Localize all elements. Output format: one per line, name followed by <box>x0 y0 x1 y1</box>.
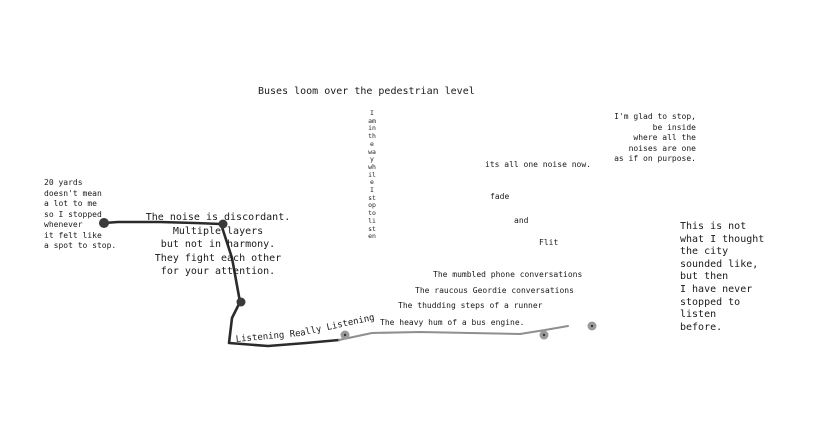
sound-bus: The heavy hum of a bus engine. <box>380 318 525 327</box>
stop-marker <box>236 297 246 307</box>
note-one-noise: its all one noise now. <box>485 160 591 169</box>
stop-marker <box>218 219 228 229</box>
note-not-what-i-thought: This is not what I thought the city soun… <box>680 221 765 333</box>
note-discordant: The noise is discordant. Multiple layers… <box>145 212 291 277</box>
note-glad-to-stop: I'm glad to stop, be inside where all th… <box>614 112 696 163</box>
headline: Buses loom over the pedestrian level <box>258 86 475 97</box>
sound-steps: The thudding steps of a runner <box>398 301 543 310</box>
sound-geordie: The raucous Geordie conversations <box>415 286 574 295</box>
word-fade: fade <box>490 192 510 201</box>
sound-phone: The mumbled phone conversations <box>433 270 583 279</box>
vertical-caption: I am in the way while I stop to listen <box>368 109 376 241</box>
word-flit: Flit <box>539 238 559 247</box>
path-label: Listening Really Listening <box>235 313 375 345</box>
stop-marker-center <box>590 324 594 328</box>
dark-route-line <box>102 220 341 348</box>
note-20-yards: 20 yards doesn't mean a lot to me so I s… <box>44 178 117 250</box>
stop-marker-center <box>542 333 546 337</box>
grey-route-line <box>338 325 569 341</box>
stop-marker-center <box>343 333 347 337</box>
word-and: and <box>514 216 529 225</box>
stop-marker <box>99 218 109 228</box>
